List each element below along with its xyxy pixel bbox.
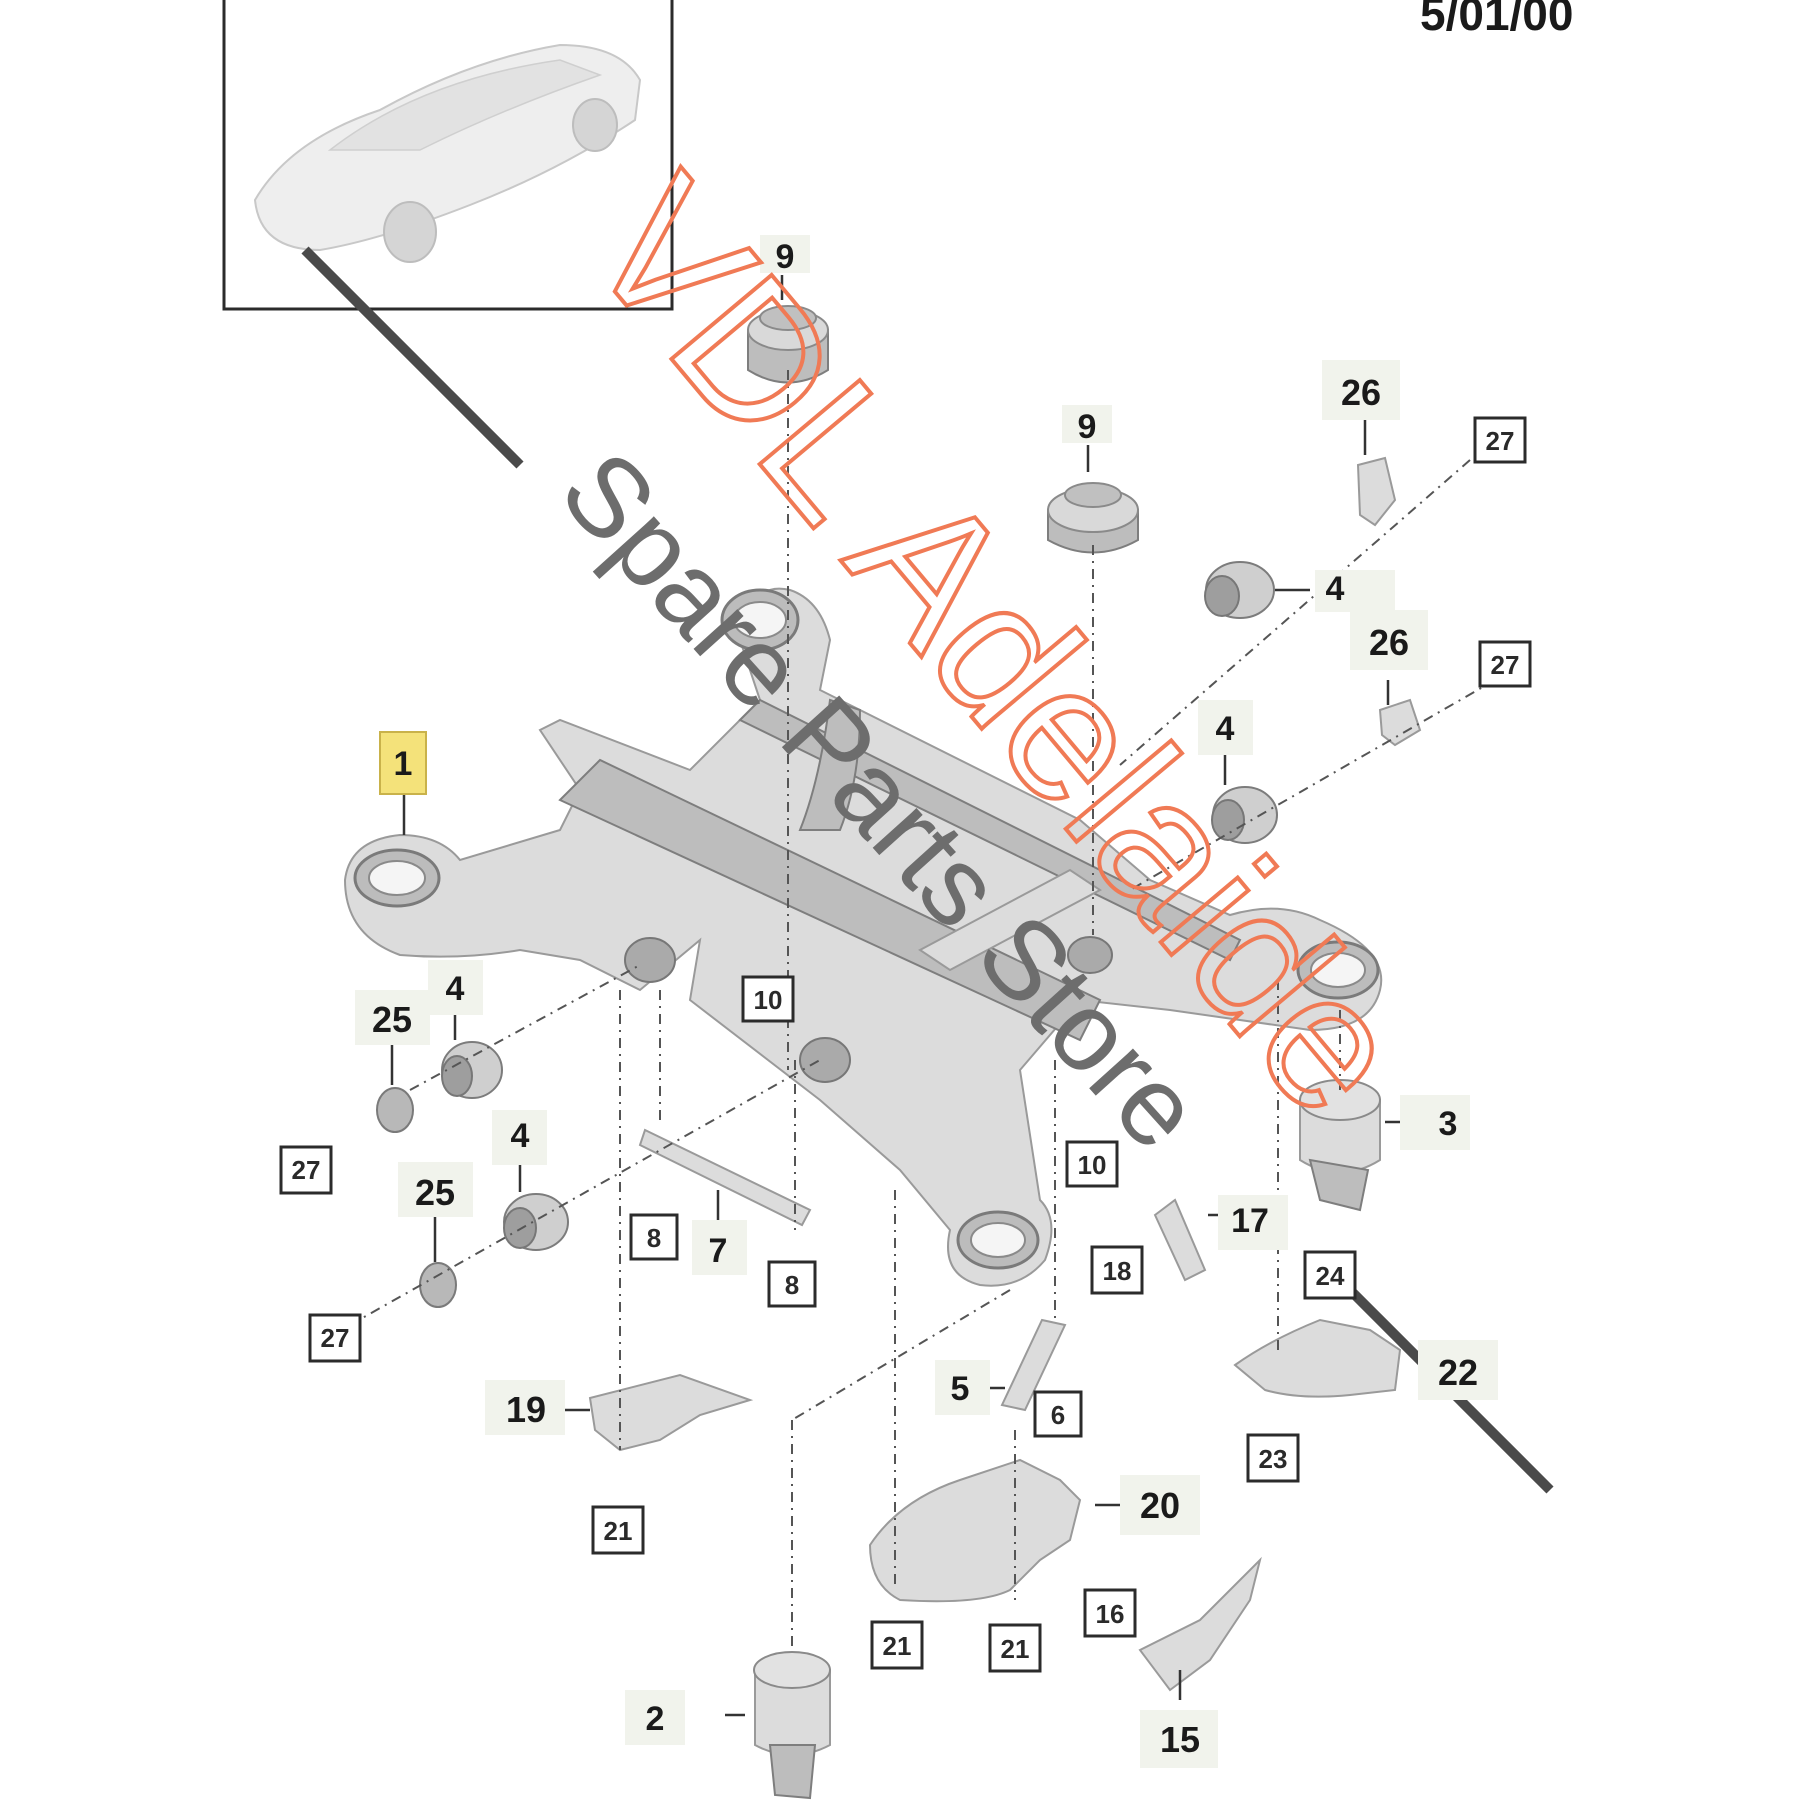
- callout-4-upper-right[interactable]: 4: [1326, 570, 1345, 608]
- callout-26-upper[interactable]: 26: [1341, 372, 1381, 413]
- callout-17[interactable]: 17: [1231, 1202, 1269, 1240]
- callout-7[interactable]: 7: [709, 1232, 728, 1270]
- shield-20: [868, 1458, 1082, 1603]
- bracket-18: [1153, 1198, 1207, 1282]
- callout-18[interactable]: 18: [1103, 1256, 1132, 1286]
- bushing-9-top: [747, 305, 829, 384]
- shield-19: [588, 1373, 754, 1452]
- callout-25-lower[interactable]: 25: [415, 1172, 455, 1213]
- bushing-9-right: [1047, 482, 1139, 554]
- callout-19[interactable]: 19: [506, 1389, 546, 1430]
- callout-20[interactable]: 20: [1140, 1485, 1180, 1526]
- callout-8-left[interactable]: 8: [647, 1223, 661, 1253]
- bushing-4-upper-right: [1204, 561, 1275, 619]
- bushing-4-mid-right: [1211, 786, 1278, 844]
- mount-3: [1299, 1079, 1381, 1212]
- callout-4-mid-right[interactable]: 4: [1216, 710, 1235, 748]
- callout-15[interactable]: 15: [1160, 1719, 1200, 1760]
- shield-22: [1233, 1318, 1402, 1398]
- callout-1[interactable]: 1: [394, 745, 413, 783]
- callout-8-right[interactable]: 8: [785, 1270, 799, 1300]
- callout-9-right[interactable]: 9: [1078, 408, 1097, 446]
- callout-24[interactable]: 24: [1316, 1261, 1345, 1291]
- callout-26-lower[interactable]: 26: [1369, 622, 1409, 663]
- strip-5: [1000, 1318, 1067, 1412]
- washer-25-upper: [376, 1087, 414, 1133]
- callout-25-upper[interactable]: 25: [372, 999, 412, 1040]
- callout-27-left-lower[interactable]: 27: [321, 1323, 350, 1353]
- callout-2[interactable]: 2: [646, 1700, 665, 1738]
- diagonal-bar-top: [301, 246, 524, 469]
- callout-27-lower-right[interactable]: 27: [1491, 650, 1520, 680]
- bracket-16: [1138, 1556, 1262, 1692]
- washer-25-lower: [419, 1262, 457, 1308]
- callout-4-left-upper[interactable]: 4: [446, 970, 465, 1008]
- bushing-4-left-upper: [441, 1041, 503, 1099]
- page-code: 5/01/00: [1420, 0, 1573, 40]
- callout-21-center[interactable]: 21: [883, 1631, 912, 1661]
- callout-10-center[interactable]: 10: [754, 985, 783, 1015]
- callout-6[interactable]: 6: [1051, 1400, 1065, 1430]
- callout-1-highlight: [379, 731, 427, 795]
- strip-7: [638, 1128, 812, 1227]
- callout-10-right[interactable]: 10: [1078, 1150, 1107, 1180]
- car-silhouette: [253, 43, 642, 263]
- bracket-26-upper: [1356, 456, 1397, 527]
- callout-21-right[interactable]: 21: [1001, 1634, 1030, 1664]
- callout-3[interactable]: 3: [1439, 1105, 1458, 1143]
- callout-23[interactable]: 23: [1259, 1444, 1288, 1474]
- vehicle-thumbnail: [222, 0, 674, 311]
- callout-5[interactable]: 5: [951, 1370, 970, 1408]
- bushing-4-left-lower: [503, 1193, 569, 1251]
- callout-21-left[interactable]: 21: [604, 1516, 633, 1546]
- callout-9-top[interactable]: 9: [776, 238, 795, 276]
- bracket-26-lower: [1378, 698, 1422, 747]
- mount-2: [753, 1651, 831, 1800]
- callout-16[interactable]: 16: [1096, 1599, 1125, 1629]
- callout-4-left-lower[interactable]: 4: [511, 1117, 530, 1155]
- assembly-lines: [349, 370, 1496, 1650]
- callout-27-left-upper[interactable]: 27: [292, 1155, 321, 1185]
- callout-27-upper-right[interactable]: 27: [1486, 426, 1515, 456]
- callout-22[interactable]: 22: [1438, 1352, 1478, 1393]
- subframe: [343, 587, 1383, 1287]
